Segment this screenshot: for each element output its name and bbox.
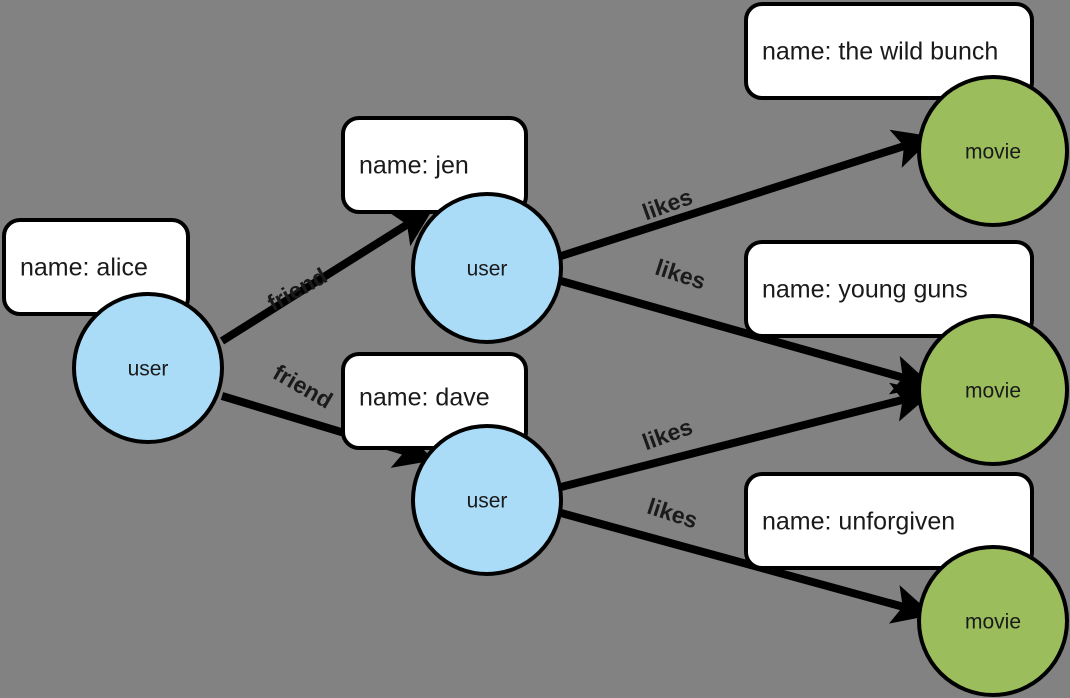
property-box-young-guns-rect [744,240,1034,338]
node-young-guns-label: movie [965,380,1021,403]
edge-label-alice-jen: friend [263,262,331,316]
property-box-young-guns-text: name: young guns [762,276,968,304]
node-alice[interactable]: user [72,292,224,444]
node-jen-circle[interactable] [411,192,563,344]
property-box-young-guns: name: young guns [744,240,1034,338]
property-box-wild-bunch-text: name: the wild bunch [762,38,998,66]
property-box-jen: name: jen [341,116,528,214]
edge-label-dave-unforgiven: likes [644,493,701,534]
node-unforgiven-label: movie [965,611,1021,634]
property-boxes-layer: name: alice name: jen name: dave name: t… [2,2,1034,570]
nodes-layer: user user user movie movie movie [72,75,1069,697]
node-young-guns[interactable]: movie [917,314,1069,466]
edge-jen-wildbunch-line [559,129,934,260]
edge-alice-jen-line [219,208,434,345]
node-dave-circle[interactable] [411,424,563,576]
edge-dave-youngguns-line [560,382,933,491]
property-box-dave-text: name: dave [359,384,490,412]
property-box-unforgiven-text: name: unforgiven [762,508,955,536]
edge-dave-unforgiven-line [559,509,933,624]
edge-label-jen-young-guns: likes [652,254,709,295]
node-jen[interactable]: user [411,192,563,344]
edge-label-dave-young-guns: likes [639,413,696,455]
property-box-alice: name: alice [2,218,190,316]
node-wild-bunch-label: movie [965,141,1021,164]
node-alice-circle[interactable] [72,292,224,444]
node-alice-label: user [128,358,169,381]
node-unforgiven[interactable]: movie [917,545,1069,697]
property-box-jen-text: name: jen [359,152,469,180]
property-box-unforgiven: name: unforgiven [744,472,1034,570]
property-box-jen-rect [341,116,528,214]
node-unforgiven-circle[interactable] [917,545,1069,697]
edge-label-alice-dave: friend [269,359,337,413]
edge-jen-youngguns-line [559,277,933,395]
property-box-wild-bunch: name: the wild bunch [744,2,1034,100]
node-wild-bunch-circle[interactable] [917,75,1069,227]
node-wild-bunch[interactable]: movie [917,75,1069,227]
node-dave[interactable]: user [411,424,563,576]
node-jen-label: user [467,258,508,281]
property-box-wild-bunch-rect [744,2,1034,100]
node-dave-label: user [467,490,508,513]
property-box-unforgiven-rect [744,472,1034,570]
edges-layer [219,129,934,624]
property-box-alice-text: name: alice [20,254,148,282]
node-young-guns-circle[interactable] [917,314,1069,466]
